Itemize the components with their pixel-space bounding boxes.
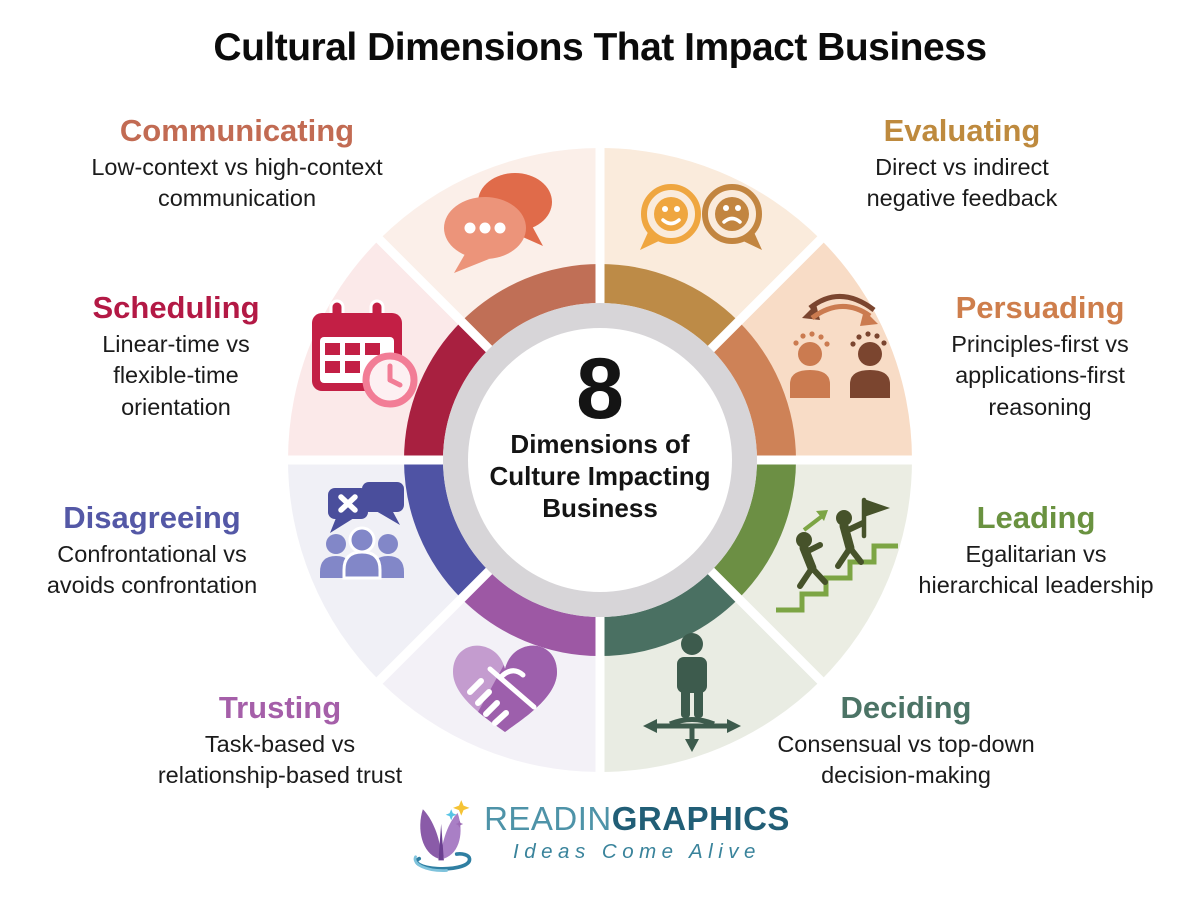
center-number: 8 [576, 341, 624, 437]
dimension-heading: Scheduling [92, 290, 260, 325]
leading-stairs-icon [776, 497, 898, 613]
disagreeing-group-icon [320, 482, 404, 580]
logo-brand-text: READINGRAPHICS [484, 800, 790, 838]
color-ring [404, 264, 796, 656]
dimension-description: Direct vs indirect negative feedback [866, 154, 1058, 212]
dimension-heading: Leading [976, 500, 1096, 535]
star-icon [453, 800, 470, 816]
label-disagreeing: Disagreeing Confrontational vs avoids co… [47, 500, 257, 602]
ring-segment-deciding [599, 570, 739, 656]
calendar-clock-icon [312, 299, 418, 408]
dimension-heading: Deciding [840, 690, 972, 725]
logo-book-icon [413, 800, 472, 872]
ring-segment-trusting [461, 570, 601, 656]
ring-segment-evaluating [599, 264, 739, 350]
handshake-heart-icon [453, 645, 557, 732]
speech-bubbles-icon [444, 173, 552, 273]
star-icon [445, 809, 457, 821]
ring-segment-leading [710, 459, 796, 599]
dimension-description: Principles-first vs applications-first r… [951, 331, 1129, 420]
dimension-description: Consensual vs top-down decision-making [777, 731, 1035, 789]
center-line: Business [542, 492, 658, 523]
ring-segment-disagreeing [404, 459, 490, 599]
label-trusting: Trusting Task-based vs relationship-base… [158, 690, 402, 792]
center-line: Culture Impacting [489, 460, 711, 491]
feedback-faces-icon [640, 184, 762, 250]
label-evaluating: Evaluating Direct vs indirect negative f… [867, 113, 1058, 215]
dimension-description: Low-context vs high-context communicatio… [91, 154, 383, 212]
label-scheduling: Scheduling Linear-time vs flexible-time … [92, 290, 259, 423]
center-line: Dimensions of [510, 429, 690, 460]
dimension-description: Egalitarian vs hierarchical leadership [918, 541, 1154, 599]
label-communicating: Communicating Low-context vs high-contex… [91, 113, 382, 215]
dimension-description: Task-based vs relationship-based trust [157, 731, 403, 789]
logo-tagline: Ideas Come Alive [513, 839, 761, 863]
dimension-heading: Disagreeing [63, 500, 241, 535]
readingraphics-logo: READINGRAPHICS Ideas Come Alive [410, 792, 790, 874]
dimension-heading: Trusting [218, 690, 342, 725]
ring-segment-scheduling [404, 321, 490, 461]
star-icon [455, 820, 464, 828]
persuasion-people-icon [790, 294, 890, 398]
dimension-description: Confrontational vs avoids confrontation [46, 541, 258, 599]
dimension-heading: Persuading [955, 290, 1125, 325]
dimension-heading: Communicating [119, 113, 355, 148]
ring-segment-persuading [710, 321, 796, 461]
page-title: Cultural Dimensions That Impact Business [213, 26, 987, 69]
dimension-description: Linear-time vs flexible-time orientation [102, 331, 250, 420]
dimension-heading: Evaluating [883, 113, 1041, 148]
label-deciding: Deciding Consensual vs top-down decision… [777, 690, 1034, 792]
center-hub-text: 8 Dimensions of Culture Impacting Busine… [465, 341, 735, 524]
deciding-crossroads-icon [643, 633, 741, 752]
label-leading: Leading Egalitarian vs hierarchical lead… [918, 500, 1153, 602]
label-persuading: Persuading Principles-first vs applicati… [951, 290, 1129, 423]
ring-segment-communicating [461, 264, 601, 350]
center-circle [468, 328, 732, 592]
